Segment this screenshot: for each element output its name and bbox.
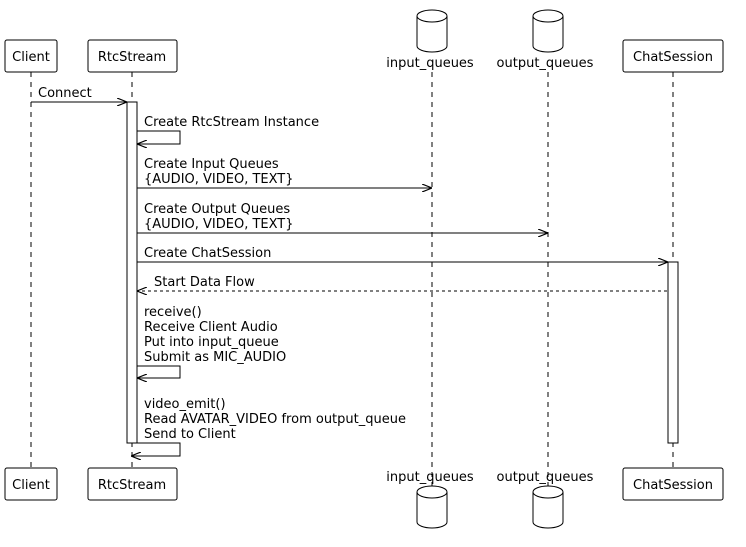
message-self-arrow — [137, 130, 181, 144]
message-label: Submit as MIC_AUDIO — [144, 350, 286, 365]
participant-label-input-queues: input_queues — [386, 56, 474, 71]
message-create-input-queues: Create Input Queues {AUDIO, VIDEO, TEXT} — [137, 157, 431, 188]
message-receive: receive() Receive Client Audio Put into … — [137, 305, 286, 378]
participant-box-rtcstream — [87, 39, 178, 73]
message-start-data-flow: Start Data Flow — [138, 275, 667, 291]
participant-box-client — [4, 39, 58, 73]
participant-label-output-queues: output_queues — [497, 56, 594, 71]
database-icon-rim — [416, 15, 448, 23]
message-label: Send to Client — [144, 427, 236, 442]
message-create-output-queues: Create Output Queues {AUDIO, VIDEO, TEXT… — [137, 202, 547, 233]
message-create-instance: Create RtcStream Instance — [137, 115, 319, 144]
participant-box-rtcstream-bottom — [87, 467, 178, 501]
message-label: Connect — [38, 86, 92, 101]
message-label: Put into input_queue — [144, 335, 279, 350]
message-label: Start Data Flow — [154, 275, 255, 290]
message-label: Read AVATAR_VIDEO from output_queue — [144, 412, 406, 427]
participant-label-chatsession-bottom: ChatSession — [633, 478, 713, 493]
message-label: Create Input Queues — [144, 157, 279, 172]
participant-label-input-queues-bottom: input_queues — [386, 470, 474, 485]
message-label: receive() — [144, 305, 202, 320]
messages: Connect Create RtcStream Instance Create… — [31, 86, 667, 456]
participant-box-chatsession — [622, 39, 724, 73]
message-video-emit: video_emit() Read AVATAR_VIDEO from outp… — [132, 397, 406, 456]
activation-chatsession — [667, 261, 679, 444]
participant-label-client-bottom: Client — [12, 478, 50, 493]
database-icon-rim — [532, 491, 564, 499]
message-label: Receive Client Audio — [144, 320, 278, 335]
participants-bottom: Client RtcStream input_queues output_que… — [4, 467, 724, 529]
participant-label-rtcstream: RtcStream — [98, 50, 166, 65]
message-label: {AUDIO, VIDEO, TEXT} — [144, 172, 294, 187]
message-label: Create Output Queues — [144, 202, 290, 217]
message-connect: Connect — [31, 86, 126, 102]
message-self-arrow — [132, 442, 181, 456]
participant-box-chatsession-bottom — [622, 467, 724, 501]
database-icon-rim — [416, 491, 448, 499]
participant-label-client: Client — [12, 50, 50, 65]
participants-top: Client RtcStream input_queues output_que… — [4, 9, 724, 73]
activation-rtcstream — [126, 101, 138, 444]
message-label: Create RtcStream Instance — [144, 115, 319, 130]
participant-label-output-queues-bottom: output_queues — [497, 470, 594, 485]
message-label: Create ChatSession — [144, 246, 271, 261]
message-self-arrow — [137, 365, 181, 378]
database-icon-rim — [532, 15, 564, 23]
participant-label-rtcstream-bottom: RtcStream — [98, 478, 166, 493]
message-create-chatsession: Create ChatSession — [137, 246, 667, 262]
message-label: video_emit() — [144, 397, 226, 412]
participant-label-chatsession: ChatSession — [633, 50, 713, 65]
message-label: {AUDIO, VIDEO, TEXT} — [144, 217, 294, 232]
participant-box-client-bottom — [4, 467, 58, 501]
